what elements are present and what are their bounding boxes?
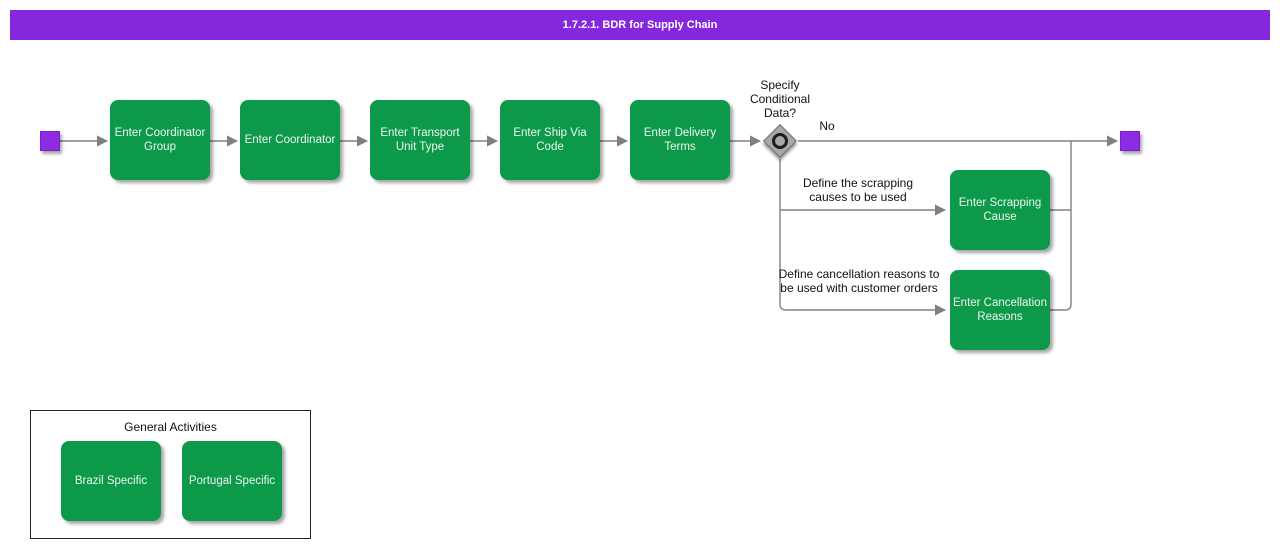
task-label: Enter Scrapping Cause	[958, 196, 1042, 223]
end-node[interactable]	[1120, 131, 1140, 151]
task-label: Enter Cancellation Reasons	[953, 296, 1047, 323]
task-label: Enter Coordinator Group	[114, 126, 206, 153]
gateway-no-label: No	[819, 119, 835, 133]
branch-condition-cancellation: Define cancellation reasons to be used w…	[778, 267, 940, 295]
diagram-title: 1.7.2.1. BDR for Supply Chain	[562, 19, 718, 31]
general-activities-group: General Activities Brazil Specific Portu…	[30, 410, 311, 539]
gateway-question-label: Specify Conditional Data?	[749, 78, 811, 120]
task-enter-coordinator-group[interactable]: Enter Coordinator Group	[110, 100, 210, 180]
diagram-title-bar: 1.7.2.1. BDR for Supply Chain	[10, 10, 1270, 40]
task-label: Enter Transport Unit Type	[380, 126, 460, 153]
task-enter-transport-unit-type[interactable]: Enter Transport Unit Type	[370, 100, 470, 180]
task-label: Portugal Specific	[188, 474, 276, 487]
general-activities-title: General Activities	[124, 420, 217, 434]
task-enter-ship-via-code[interactable]: Enter Ship Via Code	[500, 100, 600, 180]
gateway-circle-icon	[772, 133, 788, 149]
task-brazil-specific[interactable]: Brazil Specific	[61, 441, 161, 521]
start-node[interactable]	[40, 131, 60, 151]
task-label: Enter Ship Via Code	[513, 126, 587, 153]
task-portugal-specific[interactable]: Portugal Specific	[182, 441, 282, 521]
task-enter-delivery-terms[interactable]: Enter Delivery Terms	[630, 100, 730, 180]
task-enter-coordinator[interactable]: Enter Coordinator	[240, 100, 340, 180]
task-label: Enter Delivery Terms	[643, 126, 717, 153]
task-label: Brazil Specific	[74, 474, 148, 487]
task-enter-scrapping-cause[interactable]: Enter Scrapping Cause	[950, 170, 1050, 250]
branch-condition-scrapping: Define the scrapping causes to be used	[802, 176, 914, 204]
task-label: Enter Coordinator	[244, 133, 336, 146]
task-enter-cancellation-reasons[interactable]: Enter Cancellation Reasons	[950, 270, 1050, 350]
